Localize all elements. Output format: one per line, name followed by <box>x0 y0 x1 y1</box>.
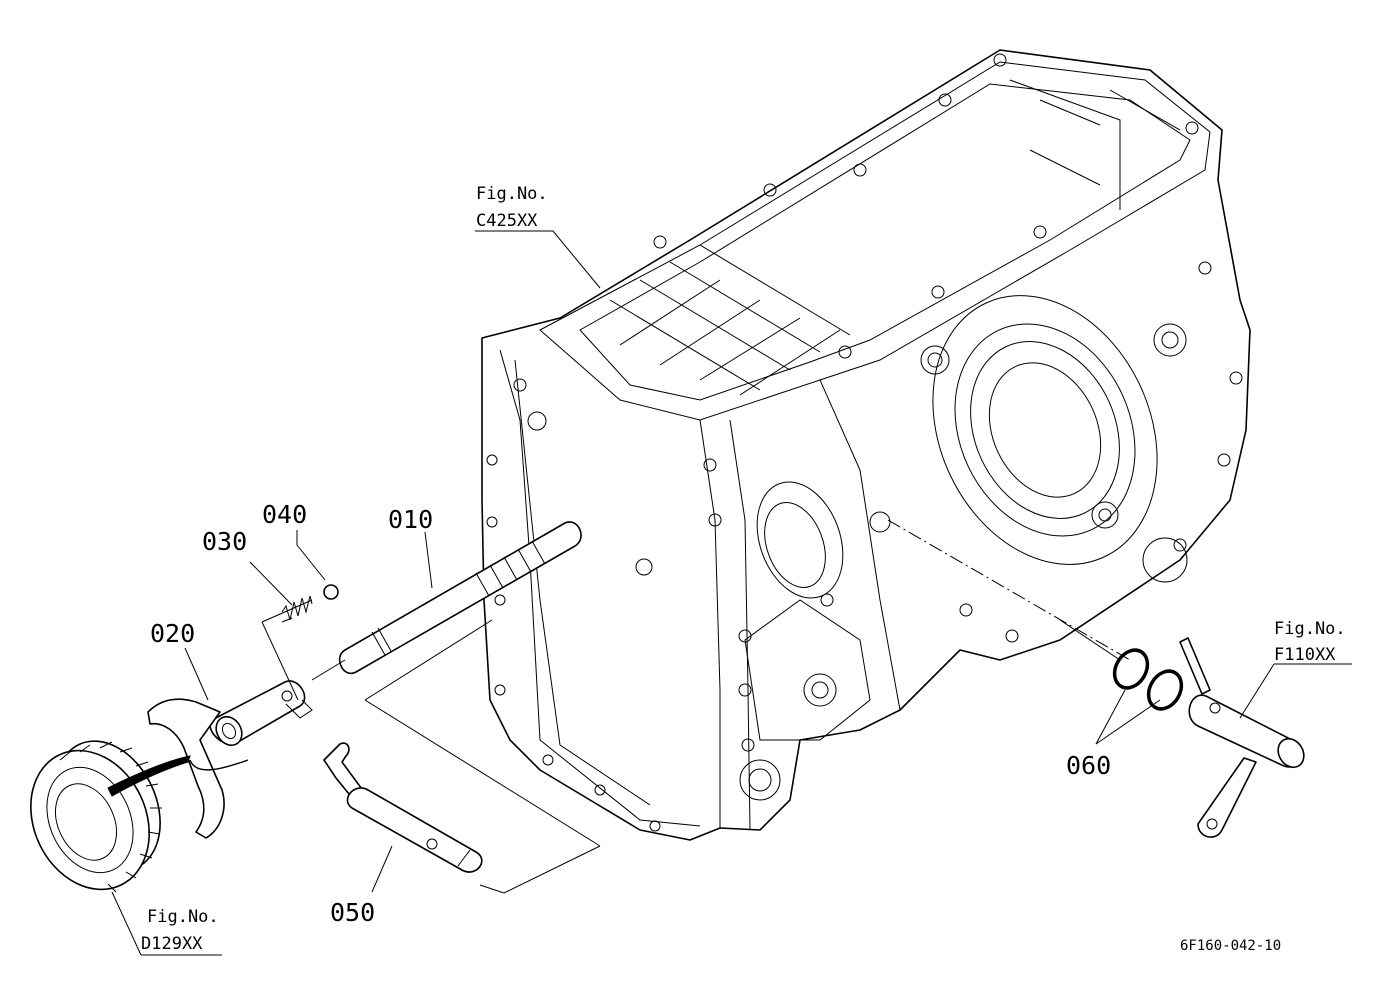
drawing-code: 6F160-042-10 <box>1180 938 1281 954</box>
part-label-040: 040 <box>262 500 307 529</box>
part-label-010: 010 <box>388 505 433 534</box>
o-rings-060 <box>1112 648 1184 711</box>
part-label-030: 030 <box>202 527 247 556</box>
shift-arm-050 <box>323 742 483 873</box>
leader-lines <box>111 230 1352 956</box>
shift-rod-010 <box>338 521 582 675</box>
fig-ref-gear-code: D129XX <box>141 934 203 954</box>
fig-ref-fork-prefix: Fig.No. <box>1274 619 1346 639</box>
transmission-case <box>481 49 1251 841</box>
assembly-lines <box>189 519 1131 894</box>
part-label-050: 050 <box>330 898 375 927</box>
fig-ref-case-prefix: Fig.No. <box>476 184 548 204</box>
ball-040 <box>323 584 339 600</box>
shift-gear <box>30 740 191 893</box>
part-label-020: 020 <box>150 619 195 648</box>
fig-ref-gear-prefix: Fig.No. <box>147 907 219 927</box>
shift-fork-020 <box>147 680 313 839</box>
fig-ref-fork-code: F110XX <box>1274 645 1336 665</box>
part-label-060: 060 <box>1066 751 1111 780</box>
lever-shaft-assembly <box>1179 637 1305 838</box>
fig-ref-case-code: C425XX <box>476 211 538 231</box>
